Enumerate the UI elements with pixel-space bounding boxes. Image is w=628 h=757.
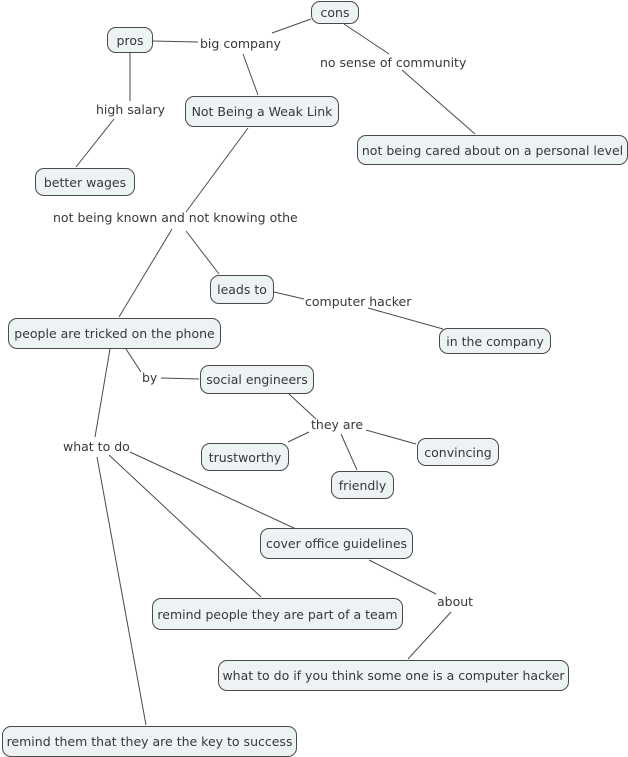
node-social-engineers[interactable]: social engineers — [200, 365, 314, 394]
node-leads-to[interactable]: leads to — [210, 275, 274, 304]
link-phrase-by[interactable]: by — [142, 370, 158, 385]
connector — [75, 118, 115, 168]
node-cover-office-guidelines[interactable]: cover office guidelines — [260, 528, 413, 559]
node-pros[interactable]: pros — [107, 27, 153, 53]
link-phrase-about[interactable]: about — [437, 594, 474, 609]
connector — [288, 393, 317, 420]
connector — [108, 454, 262, 598]
connector — [118, 228, 173, 318]
node-remind-part-of-team[interactable]: remind people they are part of a team — [152, 598, 403, 630]
link-phrase-what-to-do[interactable]: what to do — [63, 439, 130, 454]
node-convincing[interactable]: convincing — [417, 438, 499, 466]
node-better-wages[interactable]: better wages — [35, 168, 135, 196]
node-trustworthy[interactable]: trustworthy — [201, 443, 289, 471]
connector — [94, 348, 111, 438]
connector — [340, 433, 358, 471]
connector — [287, 431, 310, 443]
connector — [365, 429, 417, 445]
node-what-to-do-if-hacker[interactable]: what to do if you think some one is a co… — [218, 660, 569, 691]
connector — [273, 291, 305, 300]
connector — [129, 451, 297, 530]
connector — [185, 230, 220, 275]
node-remind-key-to-success[interactable]: remind them that they are the key to suc… — [2, 726, 297, 757]
connector — [160, 377, 200, 380]
connector — [185, 127, 249, 213]
node-people-tricked-on-phone[interactable]: people are tricked on the phone — [8, 318, 221, 349]
connector — [151, 40, 199, 43]
connector — [96, 456, 147, 726]
node-not-being-a-weak-link[interactable]: Not Being a Weak Link — [185, 96, 339, 127]
connector — [343, 23, 390, 55]
connector — [125, 348, 142, 373]
connector — [401, 69, 476, 135]
link-phrase-big-company[interactable]: big company — [200, 36, 281, 51]
link-phrase-no-sense-of-community[interactable]: no sense of community — [320, 55, 467, 70]
node-friendly[interactable]: friendly — [331, 471, 394, 499]
link-phrase-not-being-known[interactable]: not being known and not knowing othe — [53, 210, 298, 225]
link-phrase-computer-hacker[interactable]: computer hacker — [305, 294, 412, 309]
node-cons[interactable]: cons — [311, 1, 359, 24]
node-in-the-company[interactable]: in the company — [439, 328, 551, 354]
node-not-being-cared-about[interactable]: not being cared about on a personal leve… — [357, 135, 628, 165]
connector — [367, 307, 444, 330]
connector — [271, 18, 312, 34]
connector — [242, 53, 259, 96]
link-phrase-they-are[interactable]: they are — [311, 417, 364, 432]
link-phrase-high-salary[interactable]: high salary — [96, 102, 166, 117]
connector — [368, 559, 437, 595]
connector — [407, 611, 452, 660]
